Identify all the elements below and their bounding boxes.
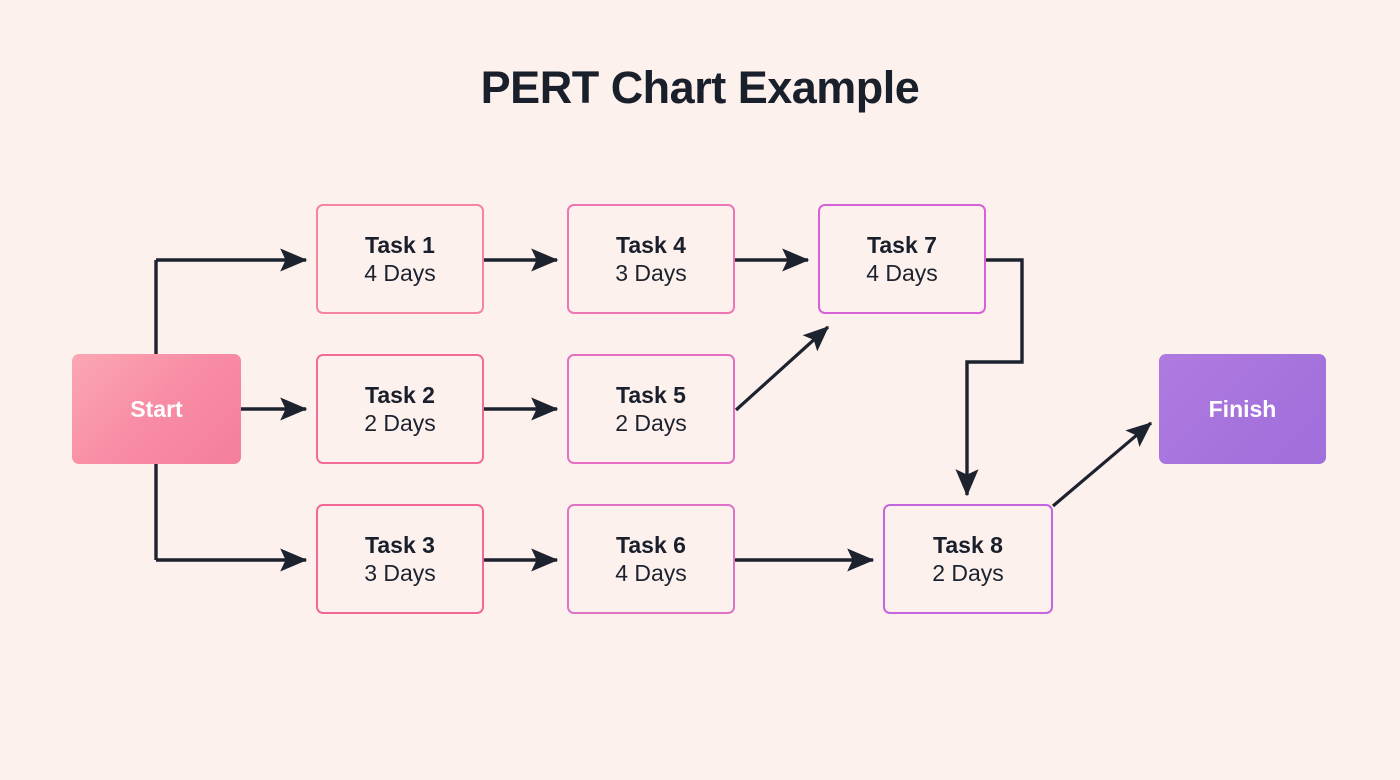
task-8-duration: 2 Days <box>932 560 1004 586</box>
node-task-5[interactable]: Task 5 2 Days <box>567 354 735 464</box>
task-3-label: Task 3 <box>365 531 435 558</box>
edge-task-5-to-task-7 <box>734 325 830 412</box>
node-task-8[interactable]: Task 8 2 Days <box>883 504 1053 614</box>
task-2-duration: 2 Days <box>364 410 436 436</box>
page-title: PERT Chart Example <box>480 62 920 113</box>
task-3-duration: 3 Days <box>364 560 436 586</box>
node-start-label: Start <box>130 395 183 422</box>
task-7-duration: 4 Days <box>866 260 938 286</box>
task-6-label: Task 6 <box>616 531 686 558</box>
edge-task-7-to-task-8 <box>955 258 1024 497</box>
task-1-duration: 4 Days <box>364 260 436 286</box>
node-task-4[interactable]: Task 4 3 Days <box>567 204 735 314</box>
task-8-label: Task 8 <box>933 531 1003 558</box>
node-task-7[interactable]: Task 7 4 Days <box>818 204 986 314</box>
task-7-label: Task 7 <box>867 231 937 258</box>
task-6-duration: 4 Days <box>615 560 687 586</box>
node-finish[interactable]: Finish <box>1159 354 1326 464</box>
node-task-2[interactable]: Task 2 2 Days <box>316 354 484 464</box>
node-task-3[interactable]: Task 3 3 Days <box>316 504 484 614</box>
task-4-label: Task 4 <box>616 231 686 258</box>
task-5-duration: 2 Days <box>615 410 687 436</box>
node-start[interactable]: Start <box>72 354 241 464</box>
task-4-duration: 3 Days <box>615 260 687 286</box>
task-2-label: Task 2 <box>365 381 435 408</box>
task-5-label: Task 5 <box>616 381 686 408</box>
node-task-6[interactable]: Task 6 4 Days <box>567 504 735 614</box>
node-finish-label: Finish <box>1208 395 1277 422</box>
node-task-1[interactable]: Task 1 4 Days <box>316 204 484 314</box>
task-1-label: Task 1 <box>365 231 435 258</box>
edge-task-8-to-finish <box>1051 421 1153 508</box>
